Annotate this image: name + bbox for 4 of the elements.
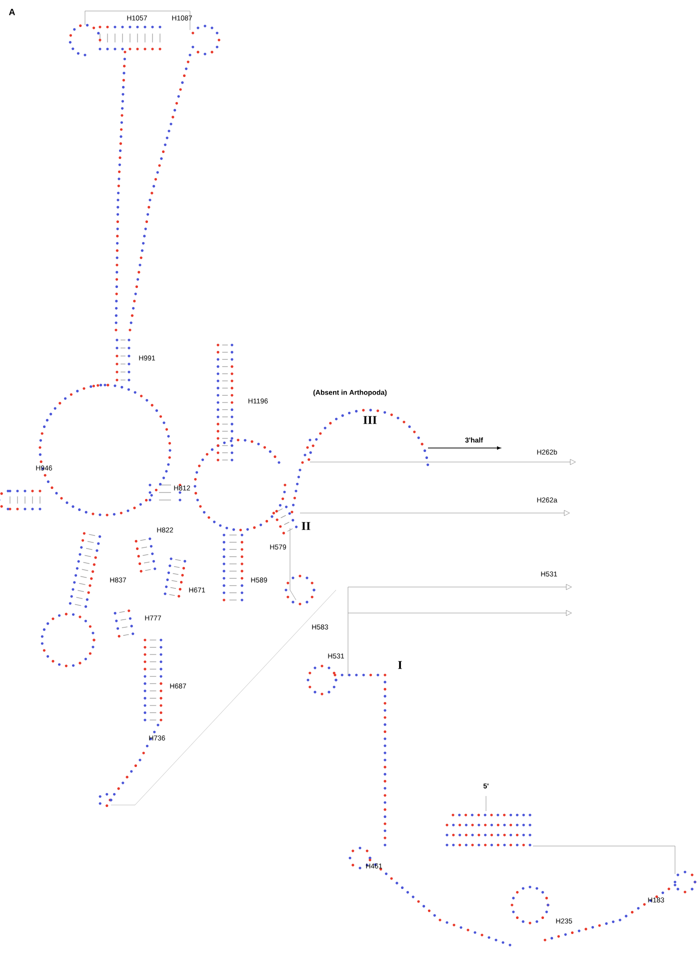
domain-numeral: III xyxy=(363,416,377,424)
domain-numeral: I xyxy=(398,661,402,669)
panel-letter: A xyxy=(8,8,15,16)
domain-numeral: II xyxy=(302,522,310,530)
